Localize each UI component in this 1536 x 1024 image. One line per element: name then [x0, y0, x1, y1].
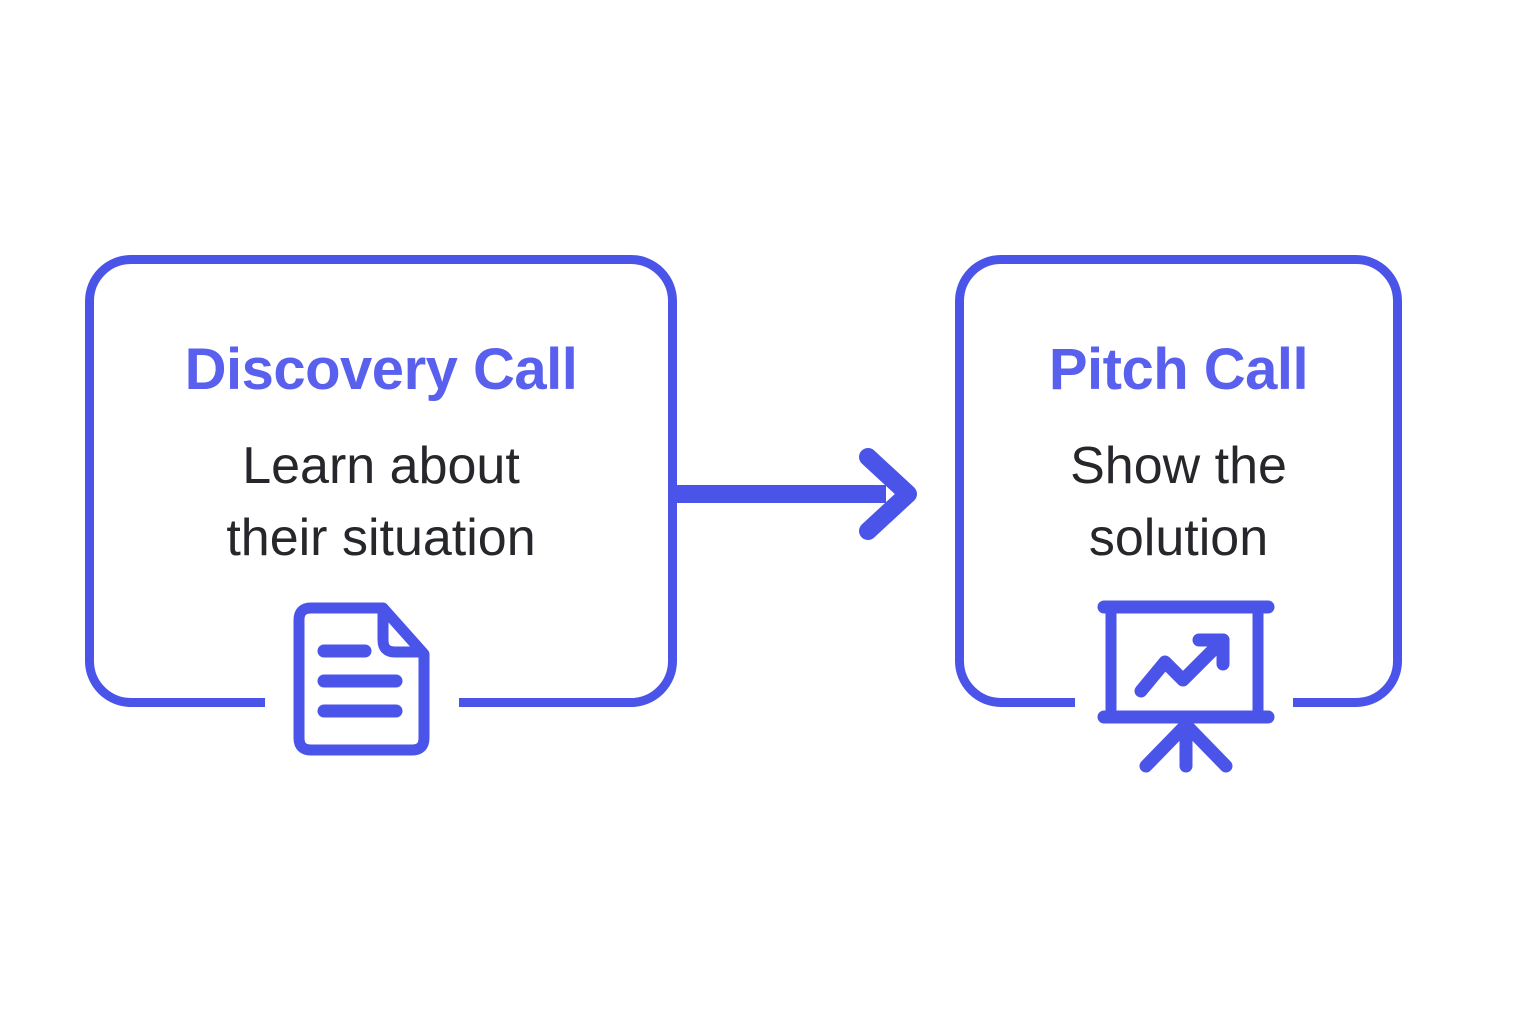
step-description: Show the solution	[964, 430, 1393, 574]
arrow-right-icon	[672, 448, 917, 540]
step-description: Learn about their situation	[94, 430, 668, 574]
step-title: Discovery Call	[184, 337, 578, 402]
step-description-line: Learn about	[242, 437, 520, 495]
document-icon	[293, 602, 430, 756]
step-description-line: their situation	[226, 509, 536, 567]
presentation-chart-icon	[1097, 600, 1275, 773]
step-title: Pitch Call	[1048, 337, 1309, 402]
step-pitch-call: Pitch Call Show the solution	[955, 255, 1402, 707]
step-description-line: Show the	[1070, 437, 1287, 495]
step-description-line: solution	[1088, 509, 1269, 567]
